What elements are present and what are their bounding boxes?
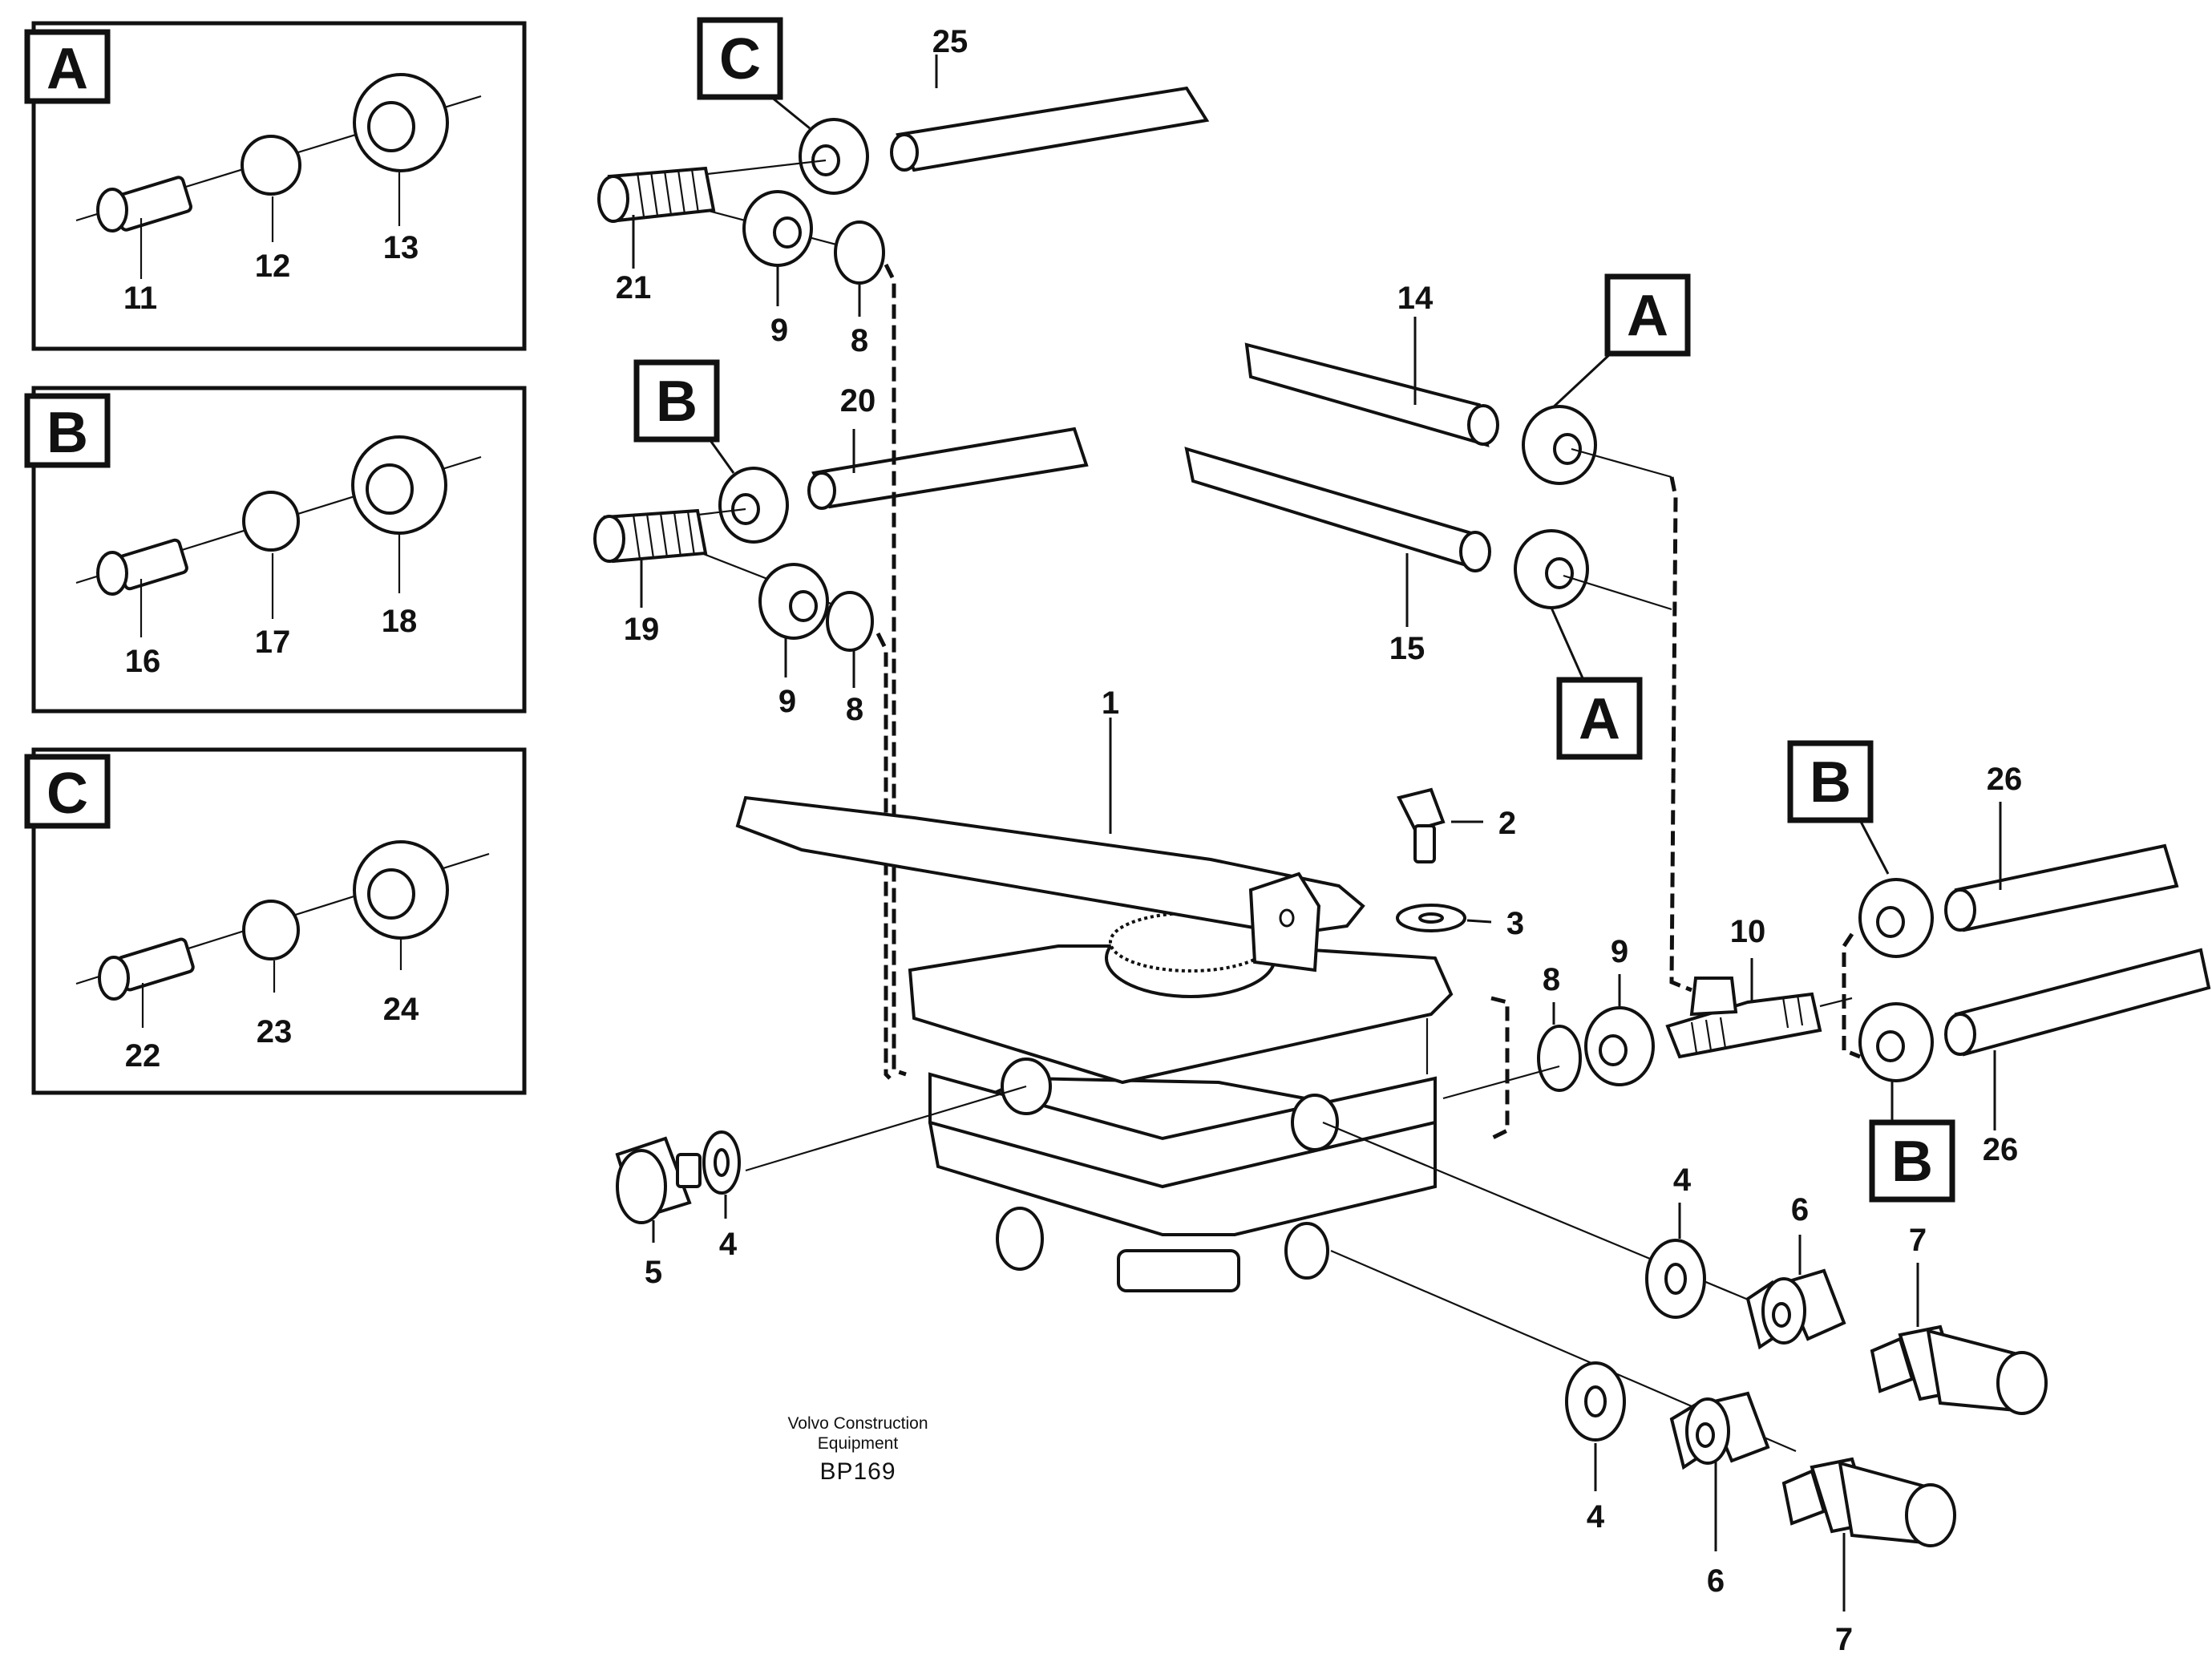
callout-tag-b-upper: B xyxy=(656,370,698,434)
detail-box-a-label-3: 13 xyxy=(383,230,419,265)
right-pipe-assembly: A 14 15 A xyxy=(1184,273,1691,760)
detail-box-b: B 16 17 18 xyxy=(24,386,527,714)
callout-tag-a-upper: A xyxy=(1627,284,1668,348)
label-part-4-upper: 4 xyxy=(1673,1163,1692,1198)
label-part-6-lower: 6 xyxy=(1707,1563,1725,1599)
label-part-1: 1 xyxy=(1102,685,1119,721)
middle-pipe-assembly: B 20 19 9 8 xyxy=(593,359,1089,727)
switch-assembly-upper: 4 6 7 xyxy=(1322,1121,2048,1415)
callout-tag-a-lower: A xyxy=(1579,687,1620,751)
valve-assembly: 1 2 3 xyxy=(735,685,1524,1292)
callout-tag-b-right-lower: B xyxy=(1891,1130,1933,1194)
label-part-9-right: 9 xyxy=(1611,934,1628,969)
detail-box-a-label-1: 11 xyxy=(123,281,157,316)
callout-tag-b-right-upper: B xyxy=(1810,750,1851,815)
detail-box-c-label-3: 24 xyxy=(383,992,419,1027)
detail-box-a: A 11 12 13 xyxy=(24,21,527,351)
label-part-2: 2 xyxy=(1498,806,1516,841)
upper-pipe-assembly: C 25 21 9 8 xyxy=(597,17,1210,358)
switch-assembly-lower: 4 6 7 xyxy=(1330,1249,1956,1657)
detail-box-a-label-2: 12 xyxy=(255,249,291,284)
label-part-15: 15 xyxy=(1389,631,1425,666)
credit-line-1: Volvo Construction xyxy=(787,1414,928,1433)
label-part-19: 19 xyxy=(624,612,660,647)
label-part-7-upper: 7 xyxy=(1909,1223,1927,1258)
detail-box-b-letter: B xyxy=(47,401,88,465)
label-part-9-upper: 9 xyxy=(770,313,788,348)
label-part-10: 10 xyxy=(1730,914,1766,949)
drawing-credit: Volvo Construction Equipment BP169 xyxy=(787,1414,928,1485)
label-part-6-upper: 6 xyxy=(1791,1192,1809,1227)
label-part-8-right: 8 xyxy=(1543,962,1560,997)
label-part-25: 25 xyxy=(932,24,969,59)
label-part-5: 5 xyxy=(645,1255,662,1290)
label-part-20: 20 xyxy=(840,383,876,419)
label-part-26-lower: 26 xyxy=(1983,1132,2019,1167)
label-part-8-upper: 8 xyxy=(851,323,868,358)
detail-box-b-label-1: 16 xyxy=(125,644,161,679)
credit-line-2: Equipment xyxy=(818,1434,899,1453)
detail-box-b-label-2: 17 xyxy=(255,625,291,660)
detail-box-b-label-3: 18 xyxy=(382,604,418,639)
label-part-4-lower: 4 xyxy=(1587,1499,1605,1535)
label-part-14: 14 xyxy=(1397,281,1434,316)
label-part-4-left: 4 xyxy=(719,1227,738,1262)
label-part-7-lower: 7 xyxy=(1835,1622,1853,1657)
label-part-9-middle: 9 xyxy=(778,684,796,719)
detail-box-c-letter: C xyxy=(47,762,88,826)
right-fitting-assembly: 8 9 10 B 26 26 B xyxy=(1425,740,2211,1203)
detail-box-a-letter: A xyxy=(47,37,88,101)
callout-tag-c-top: C xyxy=(719,27,761,91)
label-part-21: 21 xyxy=(616,270,652,305)
label-part-26-upper: 26 xyxy=(1987,762,2023,797)
label-part-3: 3 xyxy=(1506,906,1524,941)
detail-box-c: C 22 23 24 xyxy=(24,747,527,1095)
drawing-code: BP169 xyxy=(819,1458,896,1485)
label-part-8-middle: 8 xyxy=(846,692,863,727)
plug-assembly: 5 4 xyxy=(615,1085,1027,1290)
detail-box-c-label-2: 23 xyxy=(257,1014,293,1049)
detail-box-c-label-1: 22 xyxy=(125,1038,161,1074)
